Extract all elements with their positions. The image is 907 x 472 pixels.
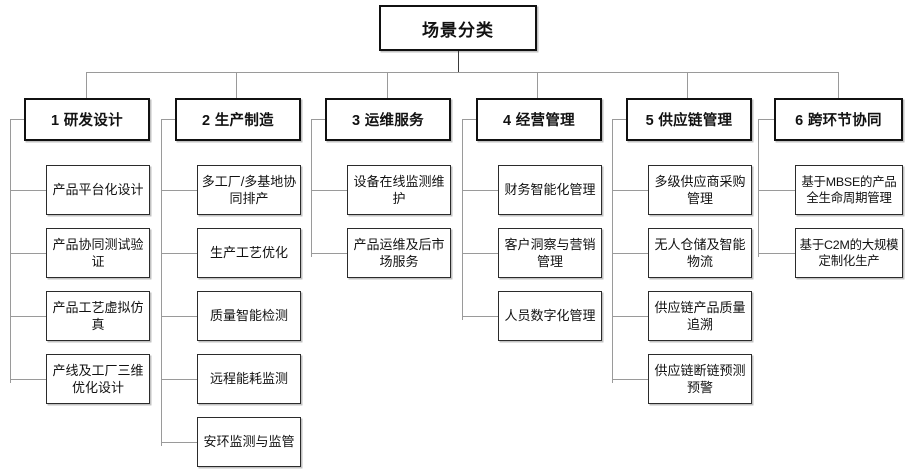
leaf-box[interactable]: 人员数字化管理: [498, 291, 602, 341]
connector-cat5-leaf-2: [612, 253, 648, 254]
category-box-2[interactable]: 2 生产制造: [175, 98, 301, 141]
connector-root-stem: [458, 51, 459, 73]
connector-cat5-stub: [612, 119, 626, 120]
leaf-box[interactable]: 质量智能检测: [197, 291, 301, 341]
connector-cat4-leaf-2: [462, 253, 498, 254]
connector-drop-1: [86, 72, 87, 98]
connector-cat1-leaf-2: [10, 253, 46, 254]
connector-cat6-leaf-2: [758, 253, 795, 254]
connector-cat2-leaf-3: [161, 316, 197, 317]
connector-cat6-stub: [758, 119, 774, 120]
category-box-1[interactable]: 1 研发设计: [24, 98, 150, 141]
leaf-box[interactable]: 无人仓储及智能物流: [648, 228, 752, 278]
connector-cat3-trunk: [311, 119, 312, 257]
connector-cat2-trunk: [161, 119, 162, 446]
leaf-box[interactable]: 多工厂/多基地协同排产: [197, 165, 301, 215]
root-node[interactable]: 场景分类: [379, 5, 537, 51]
connector-drop-5: [687, 72, 688, 98]
leaf-box[interactable]: 产品平台化设计: [46, 165, 150, 215]
category-box-4[interactable]: 4 经营管理: [476, 98, 602, 141]
connector-bus: [86, 72, 838, 73]
connector-cat6-leaf-1: [758, 190, 795, 191]
leaf-box[interactable]: 产品工艺虚拟仿真: [46, 291, 150, 341]
leaf-box[interactable]: 财务智能化管理: [498, 165, 602, 215]
connector-cat5-trunk: [612, 119, 613, 383]
connector-cat2-leaf-2: [161, 253, 197, 254]
leaf-box[interactable]: 供应链断链预测预警: [648, 354, 752, 404]
leaf-box[interactable]: 基于MBSE的产品全生命周期管理: [795, 165, 903, 215]
connector-cat3-leaf-1: [311, 190, 347, 191]
leaf-box[interactable]: 产线及工厂三维优化设计: [46, 354, 150, 404]
leaf-box[interactable]: 设备在线监测维护: [347, 165, 451, 215]
leaf-box[interactable]: 基于C2M的大规模定制化生产: [795, 228, 903, 278]
category-box-5[interactable]: 5 供应链管理: [626, 98, 752, 141]
connector-cat3-stub: [311, 119, 325, 120]
connector-cat4-trunk: [462, 119, 463, 320]
connector-cat4-leaf-1: [462, 190, 498, 191]
connector-cat4-leaf-3: [462, 316, 498, 317]
category-box-6[interactable]: 6 跨环节协同: [774, 98, 903, 141]
connector-cat2-leaf-4: [161, 379, 197, 380]
connector-cat3-leaf-2: [311, 253, 347, 254]
connector-cat1-stub: [10, 119, 24, 120]
connector-cat1-leaf-1: [10, 190, 46, 191]
connector-cat2-stub: [161, 119, 175, 120]
connector-cat6-trunk: [758, 119, 759, 257]
leaf-box[interactable]: 客户洞察与营销管理: [498, 228, 602, 278]
connector-cat2-leaf-1: [161, 190, 197, 191]
connector-drop-2: [236, 72, 237, 98]
category-box-3[interactable]: 3 运维服务: [325, 98, 451, 141]
leaf-box[interactable]: 供应链产品质量追溯: [648, 291, 752, 341]
connector-cat1-trunk: [10, 119, 11, 383]
leaf-box[interactable]: 产品运维及后市场服务: [347, 228, 451, 278]
connector-drop-4: [537, 72, 538, 98]
leaf-box[interactable]: 安环监测与监管: [197, 417, 301, 467]
connector-drop-3: [387, 72, 388, 98]
connector-cat2-leaf-5: [161, 442, 197, 443]
leaf-box[interactable]: 多级供应商采购管理: [648, 165, 752, 215]
connector-cat4-stub: [462, 119, 476, 120]
connector-cat5-leaf-1: [612, 190, 648, 191]
leaf-box[interactable]: 远程能耗监测: [197, 354, 301, 404]
connector-cat5-leaf-3: [612, 316, 648, 317]
connector-drop-6: [838, 72, 839, 98]
connector-cat1-leaf-4: [10, 379, 46, 380]
leaf-box[interactable]: 产品协同测试验证: [46, 228, 150, 278]
connector-cat5-leaf-4: [612, 379, 648, 380]
connector-cat1-leaf-3: [10, 316, 46, 317]
leaf-box[interactable]: 生产工艺优化: [197, 228, 301, 278]
